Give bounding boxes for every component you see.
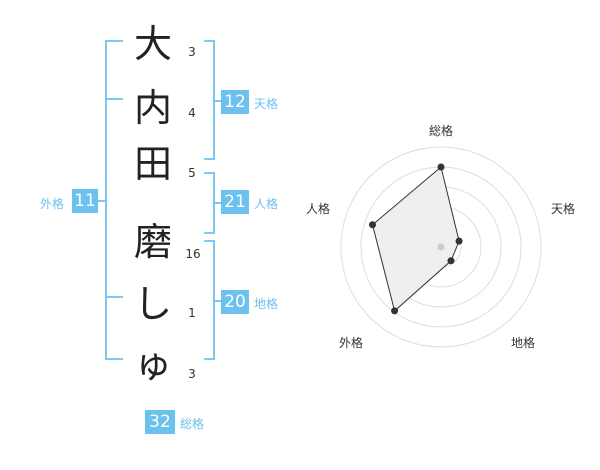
- stroke-count-5: 1: [188, 306, 196, 320]
- radar-point-gaikaku: [391, 307, 399, 315]
- radar-points: [369, 163, 463, 315]
- stroke-count-2: 4: [188, 106, 196, 120]
- radar-label-gaikaku: 外格: [339, 335, 363, 350]
- stroke-count-6: 3: [188, 367, 196, 381]
- radar-polygon: [371, 166, 460, 312]
- soukaku-score: 32: [145, 410, 175, 434]
- chikaku-label: 地格: [254, 297, 279, 311]
- jinkaku-score: 21: [221, 190, 249, 214]
- gaikaku-label: 外格: [40, 197, 65, 211]
- stroke-count-1: 3: [188, 45, 196, 59]
- chikaku-score: 20: [221, 290, 249, 314]
- radar-ring: [340, 146, 542, 348]
- radar-center-dot: [437, 243, 445, 251]
- radar-label-tenkaku: 天格: [551, 201, 575, 216]
- name-char-2: 内: [133, 86, 172, 130]
- tenkaku-score: 12: [221, 90, 249, 114]
- name-char-6: ゅ: [133, 342, 172, 386]
- name-char-1: 大: [133, 22, 172, 66]
- jinkaku-label: 人格: [254, 197, 279, 211]
- radar-label-jinkaku: 人格: [306, 201, 330, 216]
- soukaku-label: 総格: [180, 417, 205, 431]
- radar-point-jinkaku: [369, 221, 377, 229]
- radar-point-soukaku: [437, 163, 445, 171]
- gaikaku-score: 11: [72, 189, 98, 213]
- radar-label-soukaku: 総格: [429, 123, 453, 138]
- stroke-count-4: 16: [185, 247, 201, 261]
- stroke-count-3: 5: [188, 166, 196, 180]
- name-char-5: し: [133, 282, 172, 326]
- tenkaku-label: 天格: [254, 97, 279, 111]
- radar-point-tenkaku: [455, 237, 463, 245]
- name-char-4: 磨: [133, 220, 172, 264]
- radar-chart: 総格 天格 地格 外格 人格: [306, 123, 575, 350]
- name-char-3: 田: [133, 142, 172, 186]
- radar-point-chikaku: [447, 257, 455, 265]
- radar-label-chikaku: 地格: [511, 335, 535, 350]
